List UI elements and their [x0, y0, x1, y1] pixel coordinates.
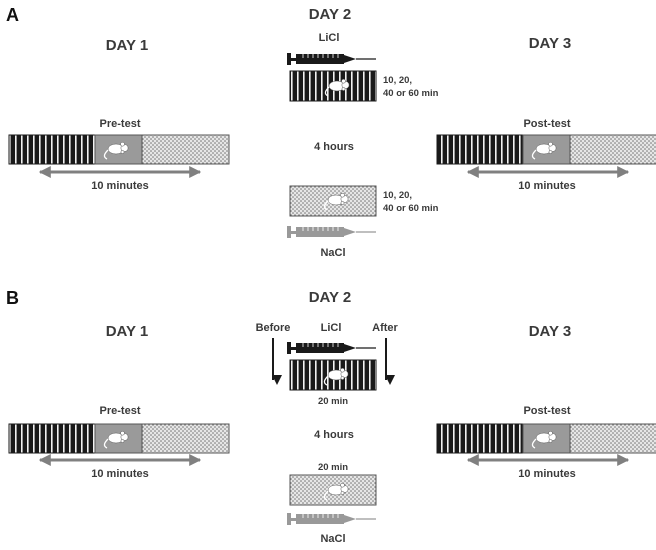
nacl-time-line2: 40 or 60 min	[383, 203, 439, 214]
after-label: After	[372, 322, 398, 334]
duration-label: 10 minutes	[518, 180, 575, 192]
nacl-label: NaCl	[320, 247, 345, 259]
day1-label: DAY 1	[106, 323, 149, 340]
licl-time: 20 min	[318, 396, 348, 407]
nacl-time-line1: 10, 20,	[383, 190, 412, 201]
pretest-apparatus	[8, 134, 230, 165]
day3-label: DAY 3	[529, 35, 572, 52]
licl-label: LiCl	[319, 32, 340, 44]
interval-label: 4 hours	[314, 141, 354, 153]
posttest-apparatus	[436, 423, 656, 454]
panel-a: A DAY 1 DAY 2 DAY 3 LiCl 10, 20, 40 or 6…	[6, 5, 656, 259]
posttest-apparatus	[436, 134, 656, 165]
licl-syringe-icon	[287, 342, 376, 354]
posttest-label: Post-test	[523, 405, 570, 417]
duration-label: 10 minutes	[518, 468, 575, 480]
interval-label: 4 hours	[314, 429, 354, 441]
licl-syringe-icon	[287, 53, 376, 65]
day3-label: DAY 3	[529, 323, 572, 340]
nacl-syringe-icon	[287, 513, 376, 525]
pretest-label: Pre-test	[100, 118, 141, 130]
day1-label: DAY 1	[106, 37, 149, 54]
duration-label: 10 minutes	[91, 180, 148, 192]
duration-label: 10 minutes	[91, 468, 148, 480]
before-label: Before	[256, 322, 291, 334]
licl-time-line1: 10, 20,	[383, 75, 412, 86]
nacl-label: NaCl	[320, 533, 345, 545]
pretest-label: Pre-test	[100, 405, 141, 417]
day2-label: DAY 2	[309, 289, 352, 306]
panel-b: B DAY 1 DAY 2 DAY 3 Before After LiCl 20…	[6, 288, 656, 545]
panel-letter: B	[6, 288, 19, 308]
posttest-label: Post-test	[523, 118, 570, 130]
nacl-time: 20 min	[318, 462, 348, 473]
pretest-apparatus	[8, 423, 230, 454]
nacl-syringe-icon	[287, 226, 376, 238]
licl-label: LiCl	[321, 322, 342, 334]
licl-time-line2: 40 or 60 min	[383, 88, 439, 99]
panel-letter: A	[6, 5, 19, 25]
day2-label: DAY 2	[309, 6, 352, 23]
